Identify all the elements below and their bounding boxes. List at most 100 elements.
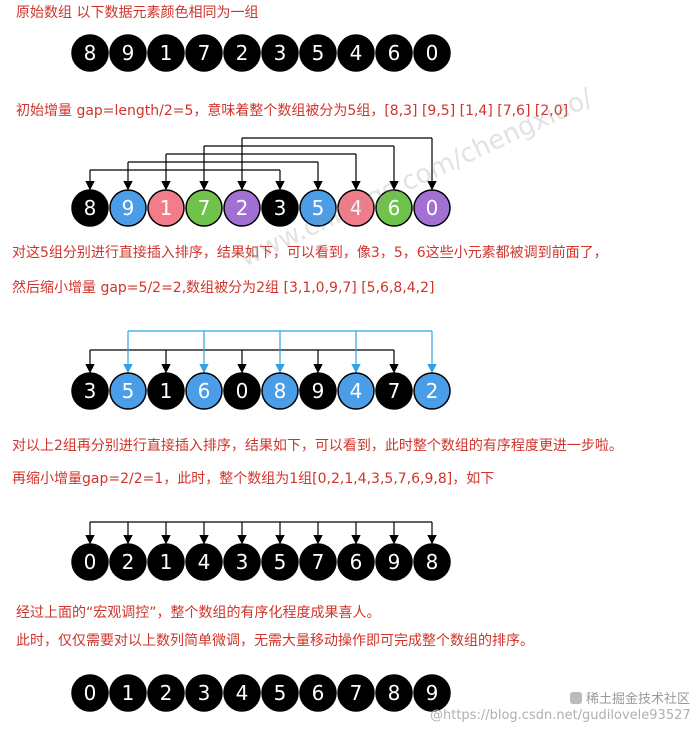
- original-node-9: [413, 34, 451, 72]
- original-node-2: [147, 34, 185, 72]
- footer-url: @https://blog.csdn.net/gudilovele93527: [430, 708, 691, 723]
- gap2-node-label-5: 8: [274, 379, 287, 403]
- sorted-node-3: [185, 674, 223, 712]
- gap2-node-9: [413, 372, 451, 410]
- brand-label: 稀土掘金技术社区: [570, 688, 690, 707]
- gap5-node-label-3: 7: [198, 196, 211, 220]
- gap1-node-label-7: 6: [350, 550, 363, 574]
- gap2-node-5: [261, 372, 299, 410]
- gap2-node-6: [299, 372, 337, 410]
- gap2-node-label-3: 6: [198, 379, 211, 403]
- sorted-node-0: [71, 674, 109, 712]
- gap1-node-0: [71, 543, 109, 581]
- original-node-4: [223, 34, 261, 72]
- gap1-node-9: [413, 543, 451, 581]
- caption-gap5-result: 对这5组分别进行直接插入排序，结果如下，可以看到，像3，5，6这些小元素都被调到…: [12, 245, 608, 261]
- gap1-node-label-8: 9: [388, 550, 401, 574]
- sorted-node-label-2: 2: [160, 681, 173, 705]
- gap1-node-8: [375, 543, 413, 581]
- gap5-node-2: [147, 189, 185, 227]
- gap2-node-3: [185, 372, 223, 410]
- gap1-node-label-1: 2: [122, 550, 135, 574]
- sorted-node-label-5: 5: [274, 681, 287, 705]
- gap1-node-5: [261, 543, 299, 581]
- sorted-node-7: [337, 674, 375, 712]
- original-node-label-1: 9: [122, 41, 135, 65]
- gap1-node-label-5: 5: [274, 550, 287, 574]
- gap5-node-label-4: 2: [236, 196, 249, 220]
- sorted-node-5: [261, 674, 299, 712]
- gap5-node-8: [375, 189, 413, 227]
- sorted-node-label-7: 7: [350, 681, 363, 705]
- sorted-node-label-3: 3: [198, 681, 211, 705]
- caption-macro: 经过上面的“宏观调控”，整个数组的有序化程度成果喜人。: [16, 605, 381, 621]
- brand-icon: [570, 692, 582, 704]
- gap2-node-4: [223, 372, 261, 410]
- gap5-node-label-9: 0: [426, 196, 439, 220]
- gap5-node-0: [71, 189, 109, 227]
- gap2-node-label-6: 9: [312, 379, 325, 403]
- caption-gap2-result: 对以上2组再分别进行直接插入排序，结果如下，可以看到，此时整个数组的有序程度更进…: [12, 438, 623, 454]
- caption-gap5: 初始增量 gap=length/2=5，意味着整个数组被分为5组，[8,3] […: [16, 103, 569, 119]
- original-node-label-6: 5: [312, 41, 325, 65]
- gap2-node-8: [375, 372, 413, 410]
- gap5-node-label-8: 6: [388, 196, 401, 220]
- sorted-node-6: [299, 674, 337, 712]
- gap2-node-7: [337, 372, 375, 410]
- caption-gap2: 然后缩小增量 gap=5/2=2,数组被分为2组 [3,1,0,9,7] [5,…: [12, 280, 435, 296]
- sorted-node-8: [375, 674, 413, 712]
- brand-text: 稀土掘金技术社区: [586, 692, 691, 707]
- gap5-node-7: [337, 189, 375, 227]
- gap2-node-label-7: 4: [350, 379, 363, 403]
- gap1-node-label-6: 7: [312, 550, 325, 574]
- gap1-node-3: [185, 543, 223, 581]
- original-node-7: [337, 34, 375, 72]
- sorted-node-label-4: 4: [236, 681, 249, 705]
- gap2-node-label-1: 5: [122, 379, 135, 403]
- gap5-node-label-5: 3: [274, 196, 287, 220]
- original-node-label-8: 6: [388, 41, 401, 65]
- original-node-label-7: 4: [350, 41, 363, 65]
- gap1-node-label-4: 3: [236, 550, 249, 574]
- original-node-5: [261, 34, 299, 72]
- original-node-1: [109, 34, 147, 72]
- gap5-node-4: [223, 189, 261, 227]
- caption-gap1: 再缩小增量gap=2/2=1，此时，整个数组为1组[0,2,1,4,3,5,7,…: [12, 471, 495, 487]
- original-node-label-2: 1: [160, 41, 173, 65]
- gap2-node-label-4: 0: [236, 379, 249, 403]
- gap5-node-label-0: 8: [84, 196, 97, 220]
- gap1-node-label-9: 8: [426, 550, 439, 574]
- gap2-node-0: [71, 372, 109, 410]
- sorted-node-label-1: 1: [122, 681, 135, 705]
- gap2-node-label-8: 7: [388, 379, 401, 403]
- original-node-6: [299, 34, 337, 72]
- original-node-label-3: 7: [198, 41, 211, 65]
- gap1-node-label-2: 1: [160, 550, 173, 574]
- gap2-node-2: [147, 372, 185, 410]
- gap2-node-label-2: 1: [160, 379, 173, 403]
- sorted-node-label-0: 0: [84, 681, 97, 705]
- original-node-0: [71, 34, 109, 72]
- sorted-node-label-6: 6: [312, 681, 325, 705]
- gap5-node-5: [261, 189, 299, 227]
- gap5-node-3: [185, 189, 223, 227]
- gap2-node-label-0: 3: [84, 379, 97, 403]
- gap5-node-label-1: 9: [122, 196, 135, 220]
- gap5-node-6: [299, 189, 337, 227]
- sorted-node-2: [147, 674, 185, 712]
- original-node-3: [185, 34, 223, 72]
- gap5-node-label-7: 4: [350, 196, 363, 220]
- gap1-node-label-3: 4: [198, 550, 211, 574]
- gap5-node-label-6: 5: [312, 196, 325, 220]
- gap1-node-6: [299, 543, 337, 581]
- gap5-node-9: [413, 189, 451, 227]
- sorted-node-1: [109, 674, 147, 712]
- original-node-label-9: 0: [426, 41, 439, 65]
- gap2-node-1: [109, 372, 147, 410]
- original-node-label-4: 2: [236, 41, 249, 65]
- gap1-node-2: [147, 543, 185, 581]
- original-node-label-0: 8: [84, 41, 97, 65]
- gap5-node-1: [109, 189, 147, 227]
- sorted-node-label-9: 9: [426, 681, 439, 705]
